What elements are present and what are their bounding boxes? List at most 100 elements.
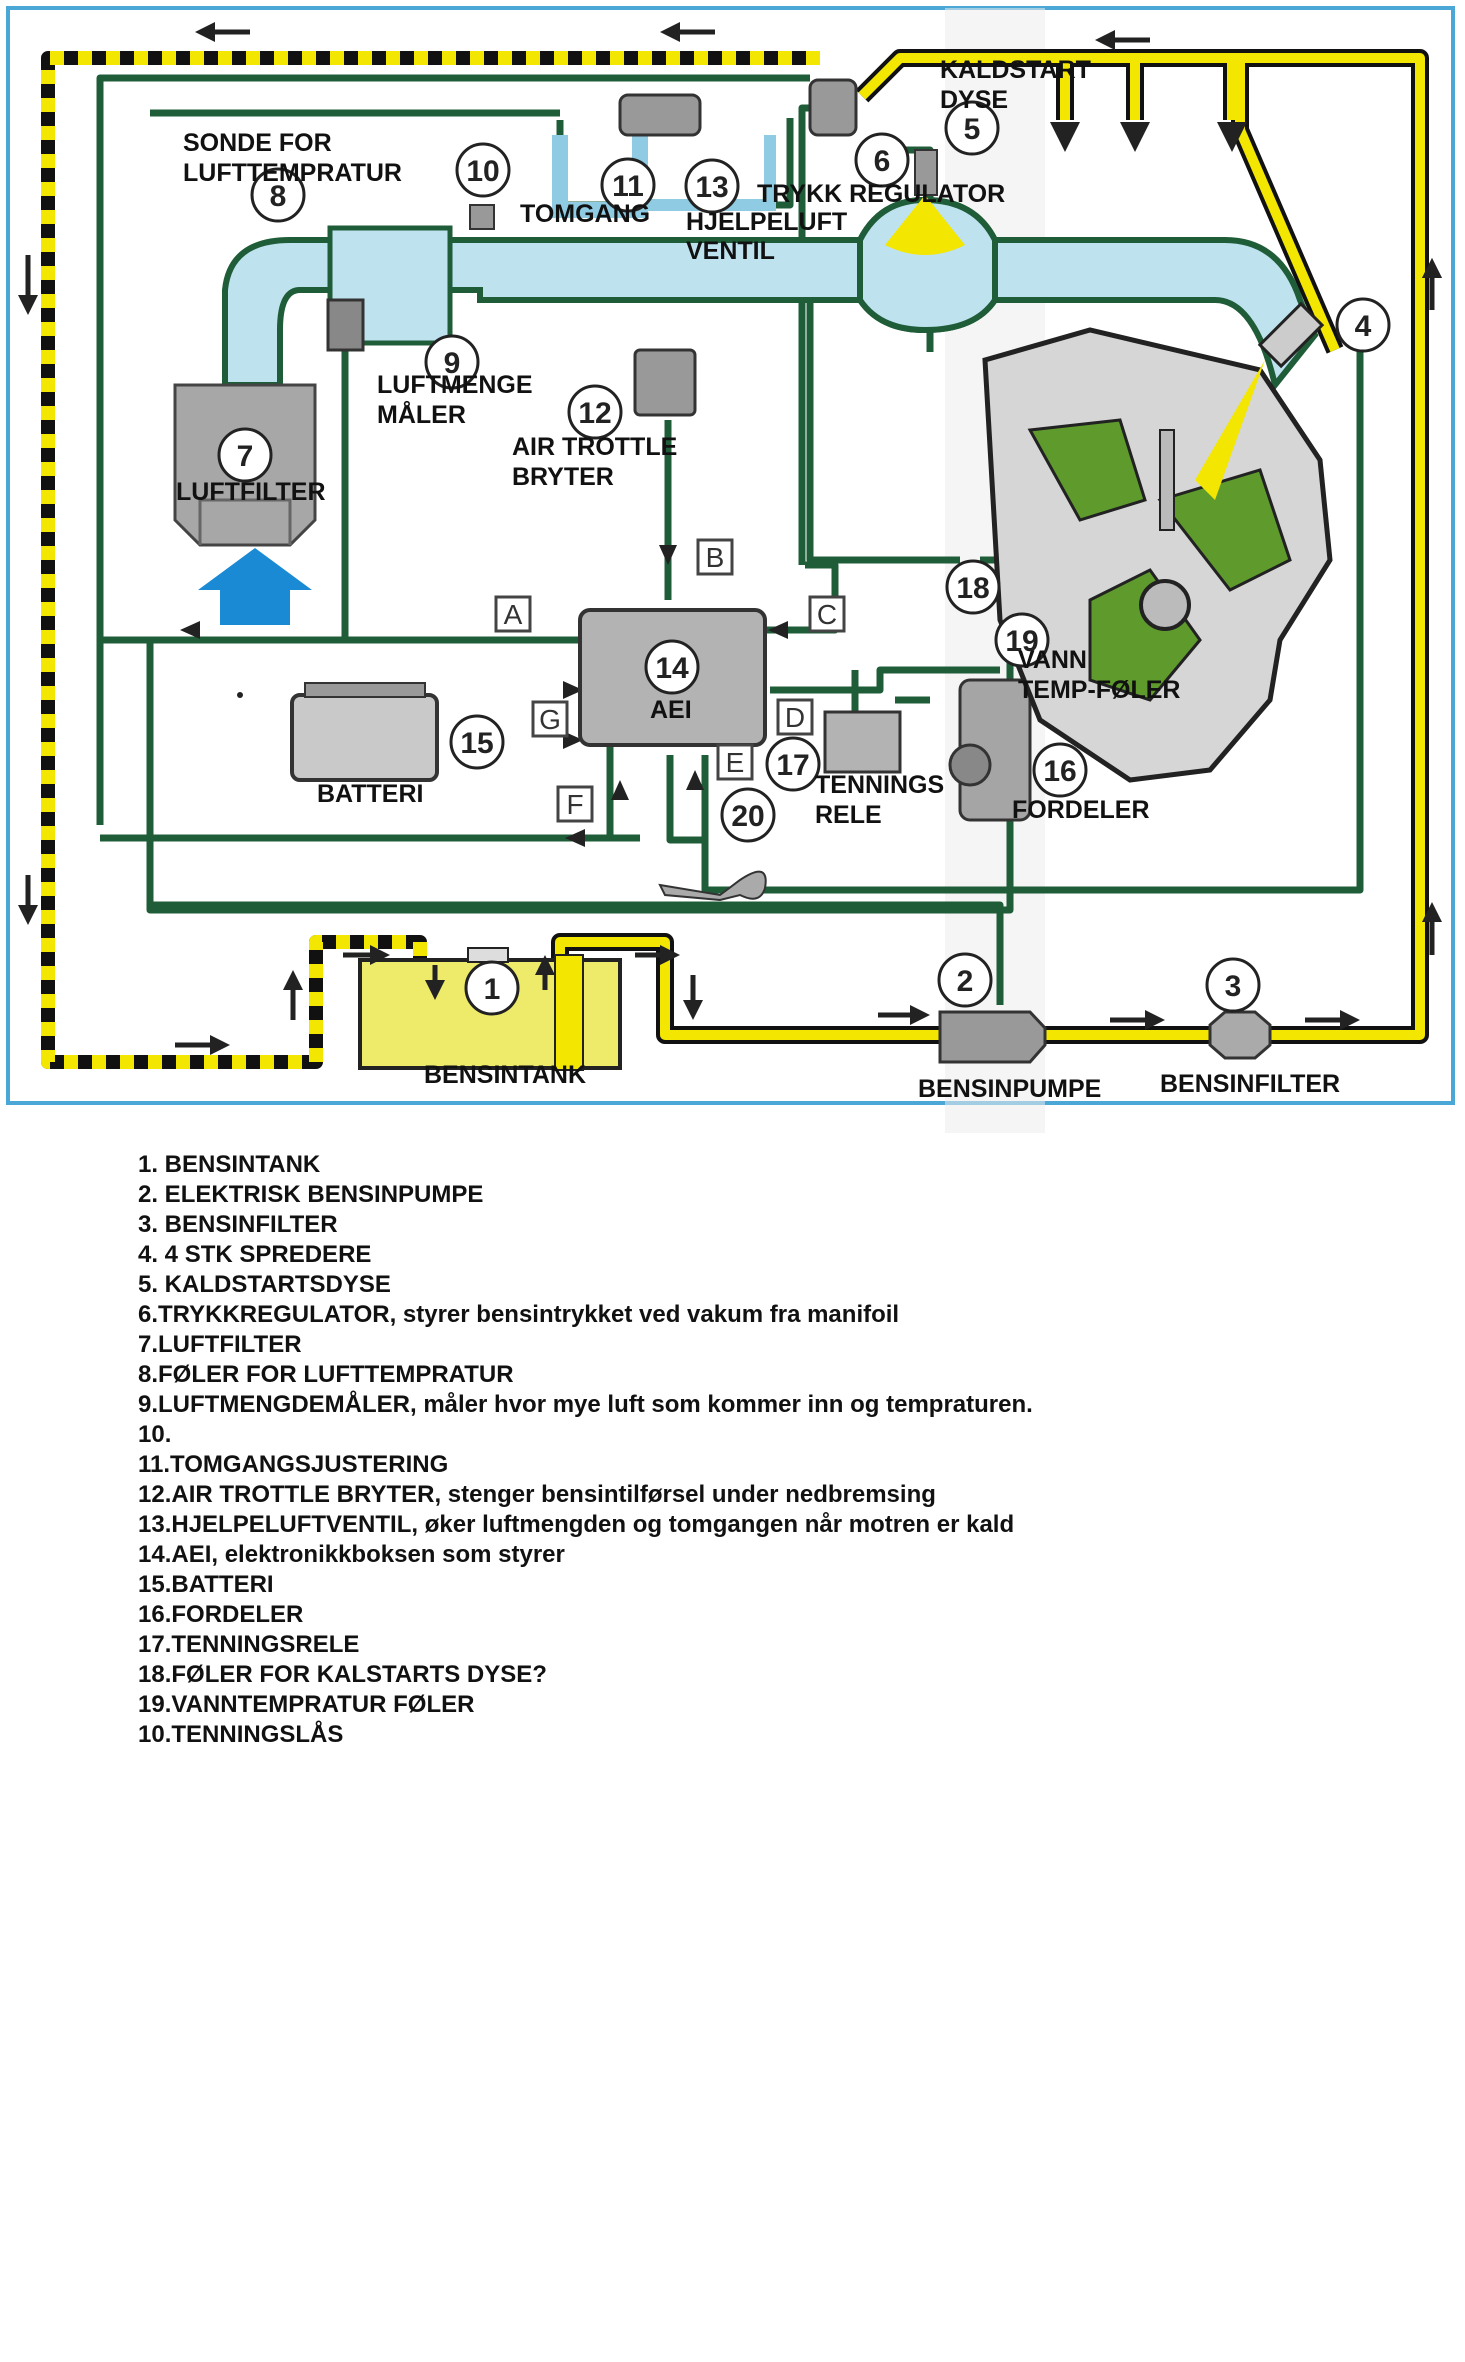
- fuel-filter: [1208, 1010, 1272, 1060]
- battery-top: [304, 682, 426, 698]
- label-tomgang: TOMGANG: [520, 200, 650, 228]
- cold-start-spray-arrows: [1050, 122, 1247, 152]
- num-11: 11: [612, 170, 644, 203]
- fuel-injection-diagram: 1 2 3 4 5 6 7 8 9 10 11 12 13 14 15 16 1…: [6, 6, 1455, 1133]
- legend-item: 15.BATTERI: [138, 1571, 274, 1598]
- flow-arrows: [18, 22, 1442, 1055]
- legend-item: 12.AIR TROTTLE BRYTER, stenger bensintil…: [138, 1481, 936, 1508]
- num-circle-20: [720, 787, 776, 843]
- num-18: 18: [956, 572, 989, 605]
- num-1: 1: [484, 973, 501, 1006]
- label-bensinfilter: BENSINFILTER: [1160, 1070, 1340, 1098]
- legend-item: 1. BENSINTANK: [138, 1151, 321, 1178]
- battery: [290, 693, 439, 782]
- component-numbers: [217, 100, 1391, 1016]
- num-circle-2: [937, 952, 993, 1008]
- label-bryter: BRYTER: [512, 463, 614, 491]
- legend-item: 5. KALDSTARTSDYSE: [138, 1271, 391, 1298]
- num-5: 5: [964, 113, 981, 146]
- num-circle-15: [449, 714, 505, 770]
- num-circle-11: [600, 157, 656, 213]
- air-duct: [222, 135, 1319, 392]
- engine: [982, 301, 1333, 783]
- tank-filler: [467, 947, 509, 963]
- connector-d: D: [785, 702, 805, 733]
- ground-symbol: [237, 692, 243, 698]
- num-circle-9: [424, 334, 480, 390]
- label-kaldstart: KALDSTART: [940, 56, 1091, 84]
- num-circle-18: [945, 559, 1001, 615]
- air-temp-sensor: [326, 298, 365, 352]
- cold-start-valve: [808, 78, 858, 137]
- legend-item: 9.LUFTMENGDEMÅLER, måler hvor mye luft s…: [138, 1391, 1033, 1418]
- num-circle-1: [464, 960, 520, 1016]
- legend-item: 8.FØLER FOR LUFTTEMPRATUR: [138, 1361, 514, 1388]
- num-2: 2: [957, 965, 974, 998]
- num-9: 9: [444, 347, 461, 380]
- legend-item: 14.AEI, elektronikkboksen som styrer: [138, 1541, 565, 1568]
- num-15: 15: [460, 727, 493, 760]
- legend-item: 2. ELEKTRISK BENSINPUMPE: [138, 1181, 484, 1208]
- num-20: 20: [731, 800, 764, 833]
- num-3: 3: [1225, 970, 1242, 1003]
- legend-item: 19.VANNTEMPRATUR FØLER: [138, 1691, 475, 1718]
- throttle-body: [857, 196, 998, 334]
- num-circle-8: [250, 167, 306, 223]
- num-circle-13: [684, 158, 740, 214]
- legend-item: 7.LUFTFILTER: [138, 1331, 302, 1358]
- num-circle-17: [765, 736, 821, 792]
- label-maler: MÅLER: [377, 400, 466, 429]
- label-batteri: BATTERI: [317, 780, 423, 808]
- num-circle-3: [1205, 957, 1261, 1013]
- legend-item: 3. BENSINFILTER: [138, 1211, 338, 1238]
- num-8: 8: [270, 180, 287, 213]
- distributor-cap: [948, 743, 992, 787]
- legend-item: 4. 4 STK SPREDERE: [138, 1241, 372, 1268]
- connector-a: A: [504, 599, 523, 630]
- legend-item: 11.TOMGANGSJUSTERING: [138, 1451, 449, 1478]
- num-17: 17: [776, 749, 809, 782]
- legend-item: 18.FØLER FOR KALSTARTS DYSE?: [138, 1661, 547, 1688]
- aux-air-valve: [618, 93, 702, 137]
- label-fordeler: FORDELER: [1012, 796, 1150, 824]
- legend-item: 17.TENNINGSRELE: [138, 1631, 360, 1658]
- num-19: 19: [1005, 625, 1038, 658]
- connector-c: C: [817, 599, 837, 630]
- num-circle-12: [567, 384, 623, 440]
- num-circle-10: [455, 142, 511, 198]
- label-temp-foler: TEMP-FØLER: [1018, 676, 1181, 704]
- ignition-key: [658, 870, 767, 902]
- label-aei: AEI: [650, 696, 692, 724]
- num-14: 14: [655, 652, 689, 685]
- label-ventil: VENTIL: [686, 237, 775, 265]
- legend-item: 16.FORDELER: [138, 1601, 304, 1628]
- num-circle-5: [944, 100, 1000, 156]
- fuel-pump: [938, 1010, 1047, 1064]
- legend-item: 10.: [138, 1421, 172, 1448]
- connector-e: E: [726, 747, 745, 778]
- num-circle-14: [644, 639, 700, 695]
- label-luftmenge: LUFTMENGE: [377, 371, 533, 399]
- label-trykk-regulator: TRYKK REGULATOR: [757, 180, 1005, 208]
- label-dyse: DYSE: [940, 86, 1008, 114]
- num-10: 10: [466, 155, 499, 188]
- connector-f: F: [566, 789, 583, 820]
- label-rele: RELE: [815, 801, 882, 829]
- legend-item: 6.TRYKKREGULATOR, styrer bensintrykket v…: [138, 1301, 900, 1328]
- num-12: 12: [578, 397, 611, 430]
- wire-arrows: [180, 545, 788, 847]
- label-air-trottle: AIR TROTTLE: [512, 433, 677, 461]
- num-6: 6: [874, 145, 891, 178]
- label-sonde-for: SONDE FOR: [183, 129, 332, 157]
- injector: [1257, 301, 1325, 369]
- num-circle-19: [994, 612, 1050, 668]
- tank-pickup: [554, 954, 584, 1071]
- num-16: 16: [1043, 755, 1076, 788]
- num-circle-16: [1032, 742, 1088, 798]
- label-vann: VANN: [1018, 646, 1087, 674]
- connector-g: G: [539, 704, 561, 735]
- label-hjelpeluft: HJELPELUFT: [686, 208, 847, 236]
- ignition-relay: [823, 710, 902, 774]
- label-lufttempratur: LUFTTEMPRATUR: [183, 159, 402, 187]
- num-circle-7: [217, 427, 273, 483]
